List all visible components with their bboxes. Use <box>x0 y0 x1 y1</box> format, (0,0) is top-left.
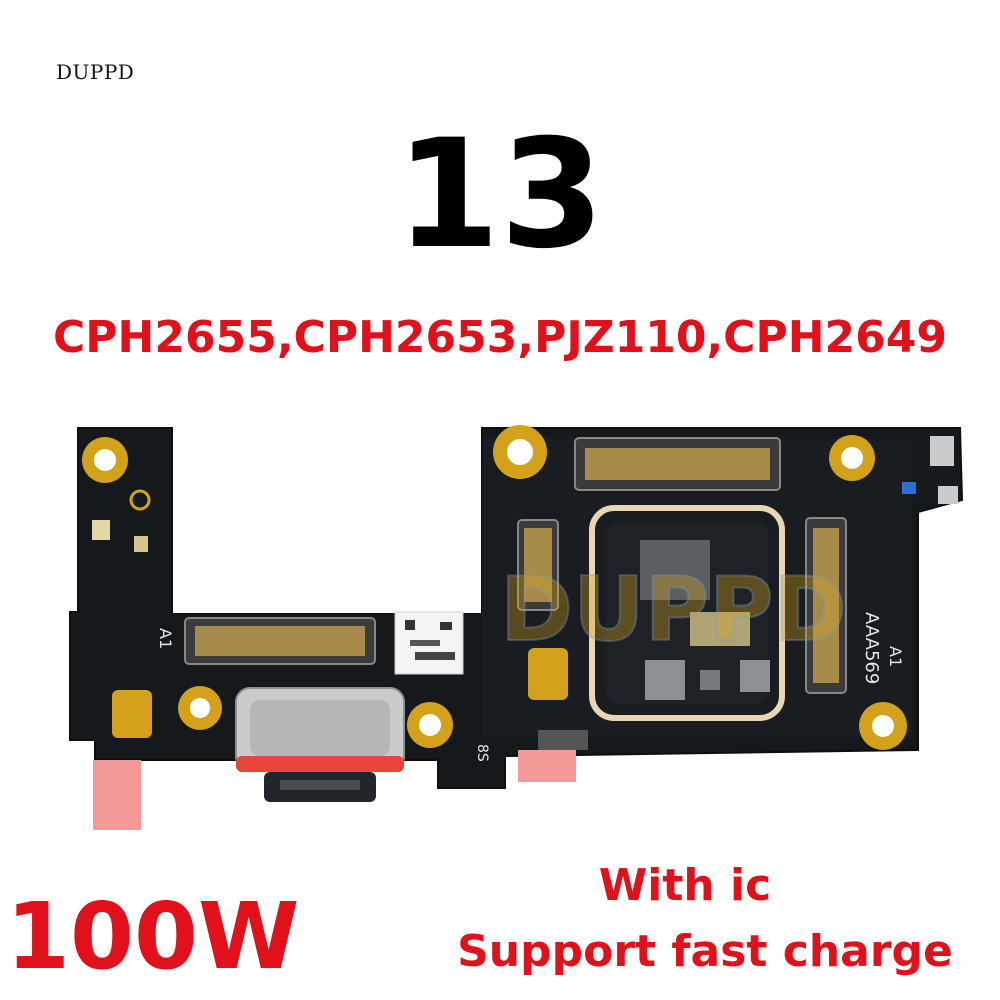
board-rev-right: A1 <box>886 646 905 667</box>
mount-hole-left <box>178 686 222 730</box>
feature-line-2: Support fast charge <box>457 926 953 977</box>
smd-component <box>538 730 588 750</box>
contact-spring <box>938 486 958 504</box>
power-rating: 100W <box>6 883 300 990</box>
board-rev-left: A1 <box>156 628 175 649</box>
board-side-mark: 8S <box>474 744 490 762</box>
smd-component <box>134 536 148 552</box>
contact-pad-center <box>528 648 568 700</box>
brand-label: DUPPD <box>56 60 135 84</box>
smd-component <box>902 482 916 494</box>
btb-connector-top <box>574 437 781 491</box>
mount-hole-top-right <box>829 435 875 481</box>
btb-connector-left <box>184 617 376 665</box>
btb-connector-small <box>517 519 559 611</box>
smd-component <box>92 520 110 540</box>
chip <box>700 670 720 690</box>
foam-pad-right <box>518 750 576 782</box>
foam-pad-left <box>93 760 141 830</box>
test-pad <box>129 489 151 511</box>
contact-pad-left <box>112 690 152 738</box>
chip <box>740 660 770 692</box>
model-codes: CPH2655,CPH2653,PJZ110,CPH2649 <box>53 312 947 363</box>
contact-spring <box>930 436 954 466</box>
mount-hole-top-left <box>82 437 128 483</box>
usb-c-port <box>235 687 405 802</box>
board-part-code: AAA569 <box>861 612 882 684</box>
mount-hole-bottom-right <box>859 702 907 750</box>
model-number: 13 <box>395 108 605 282</box>
watermark: DUPPD <box>500 558 847 661</box>
chip <box>640 540 710 600</box>
feature-line-1: With ic <box>598 860 772 911</box>
component-group <box>690 612 750 646</box>
btb-connector-right <box>805 517 847 694</box>
mount-hole-top-mid <box>493 425 547 479</box>
mount-hole-right <box>407 702 453 748</box>
chip <box>645 660 685 700</box>
